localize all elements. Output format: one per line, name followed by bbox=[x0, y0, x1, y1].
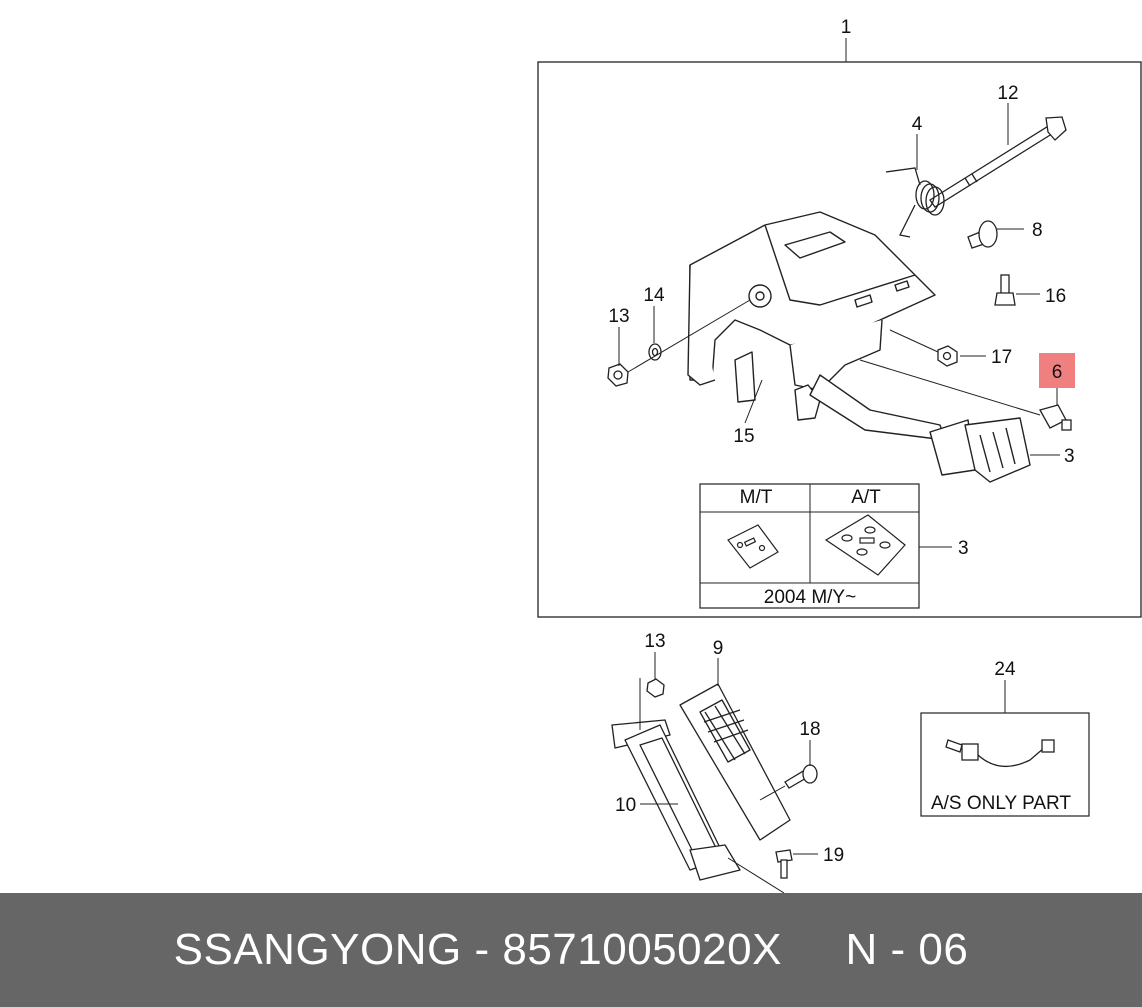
callout-1: 1 bbox=[841, 17, 852, 38]
callout-13b: 13 bbox=[644, 631, 665, 652]
part-12-bolt bbox=[929, 116, 1067, 208]
callout-9: 9 bbox=[713, 638, 724, 659]
parts-diagram: 1 12 4 bbox=[537, 17, 1142, 893]
callout-8: 8 bbox=[1032, 220, 1043, 241]
part-17-nut bbox=[937, 345, 958, 367]
callout-3b: 3 bbox=[958, 538, 969, 559]
footer-bar: SSANGYONG - 8571005020X N - 06 bbox=[0, 893, 1142, 1007]
callout-17: 17 bbox=[991, 347, 1012, 368]
callout-6: 6 bbox=[1052, 362, 1063, 383]
year-note: 2004 M/Y~ bbox=[764, 587, 856, 608]
part-24-harness bbox=[945, 739, 1055, 767]
leader-15 bbox=[744, 379, 763, 424]
callout-4: 4 bbox=[912, 114, 923, 135]
as-part-box bbox=[920, 712, 1090, 817]
part-13b-nut bbox=[646, 678, 665, 698]
assembly-frame bbox=[537, 61, 1142, 618]
brake-pedal bbox=[809, 374, 1031, 483]
footer-part-number: 8571005020X bbox=[502, 925, 782, 974]
callout-14: 14 bbox=[643, 285, 665, 306]
callout-19: 19 bbox=[823, 845, 844, 866]
at-header: A/T bbox=[851, 487, 881, 508]
part-8-pin bbox=[967, 220, 998, 249]
as-only-note: A/S ONLY PART bbox=[931, 793, 1071, 814]
at-pad-image bbox=[824, 514, 906, 576]
callout-16: 16 bbox=[1045, 286, 1066, 307]
callout-13a: 13 bbox=[608, 306, 629, 327]
footer-brand: SSANGYONG bbox=[173, 925, 462, 974]
part-18-bolt bbox=[784, 764, 818, 789]
part-19-bolt bbox=[775, 849, 793, 879]
part-16-bolt bbox=[994, 274, 1016, 306]
axis-line-18 bbox=[759, 785, 786, 801]
footer-caption: SSANGYONG - 8571005020X N - 06 bbox=[173, 925, 969, 974]
accelerator-bracket bbox=[611, 719, 741, 881]
leader-19-lines bbox=[639, 678, 785, 893]
callout-24: 24 bbox=[994, 659, 1016, 680]
callout-12: 12 bbox=[997, 83, 1018, 104]
pedal-bracket bbox=[687, 211, 936, 421]
mt-header: M/T bbox=[740, 487, 773, 508]
callout-15: 15 bbox=[733, 426, 754, 447]
axis-line-6 bbox=[859, 359, 1041, 416]
axis-line-17 bbox=[889, 329, 939, 353]
part-6-switch bbox=[1039, 404, 1072, 431]
part-9-accel-pedal bbox=[679, 683, 791, 841]
part-13-nut bbox=[607, 363, 629, 387]
part-14-washer bbox=[648, 343, 662, 361]
footer-page-ref: N - 06 bbox=[845, 925, 969, 974]
callout-3a: 3 bbox=[1064, 446, 1075, 467]
part-4-spring bbox=[885, 167, 945, 238]
pad-table: M/T A/T 2004 M/Y~ bbox=[699, 483, 920, 609]
highlight-6 bbox=[1039, 353, 1075, 388]
callout-18: 18 bbox=[799, 719, 820, 740]
axis-line-left bbox=[627, 299, 751, 373]
callout-10: 10 bbox=[615, 795, 636, 816]
mt-pad-image bbox=[727, 524, 779, 569]
